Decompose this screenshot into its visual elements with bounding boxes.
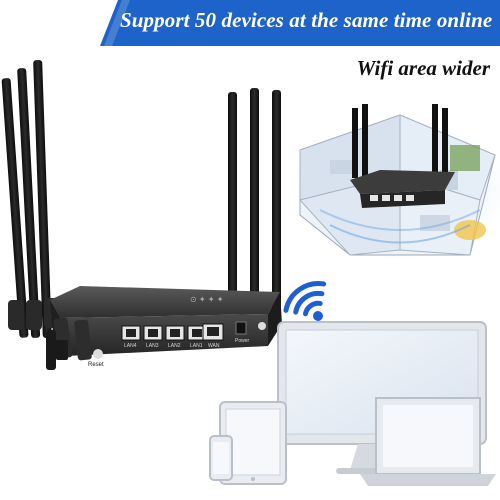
devices-illustration xyxy=(209,321,496,486)
banner-title: Support 50 devices at the same time onli… xyxy=(120,8,493,32)
router-front-antennas xyxy=(46,317,92,370)
port-label-wan: WAN xyxy=(208,343,220,349)
house-coverage-illustration xyxy=(290,104,500,260)
port-label-lan2: LAN2 xyxy=(168,343,181,349)
wifi-signal-icon xyxy=(283,281,327,321)
router-antennas-left xyxy=(1,60,60,338)
port-label-power: Power xyxy=(235,338,250,344)
banner-background xyxy=(100,0,500,46)
router-antennas-right xyxy=(228,88,281,312)
port-label-lan3: LAN3 xyxy=(146,343,159,349)
subtitle: Wifi area wider xyxy=(356,56,490,80)
port-label-lan1: LAN1 xyxy=(190,343,203,349)
svg-text:⊙ ✦ ✦ ✦: ⊙ ✦ ✦ ✦ xyxy=(190,295,224,304)
banner: Support 50 devices at the same time onli… xyxy=(100,0,500,46)
reset-label: Reset xyxy=(88,362,104,368)
router-ports xyxy=(93,321,266,359)
port-label-lan4: LAN4 xyxy=(124,343,137,349)
